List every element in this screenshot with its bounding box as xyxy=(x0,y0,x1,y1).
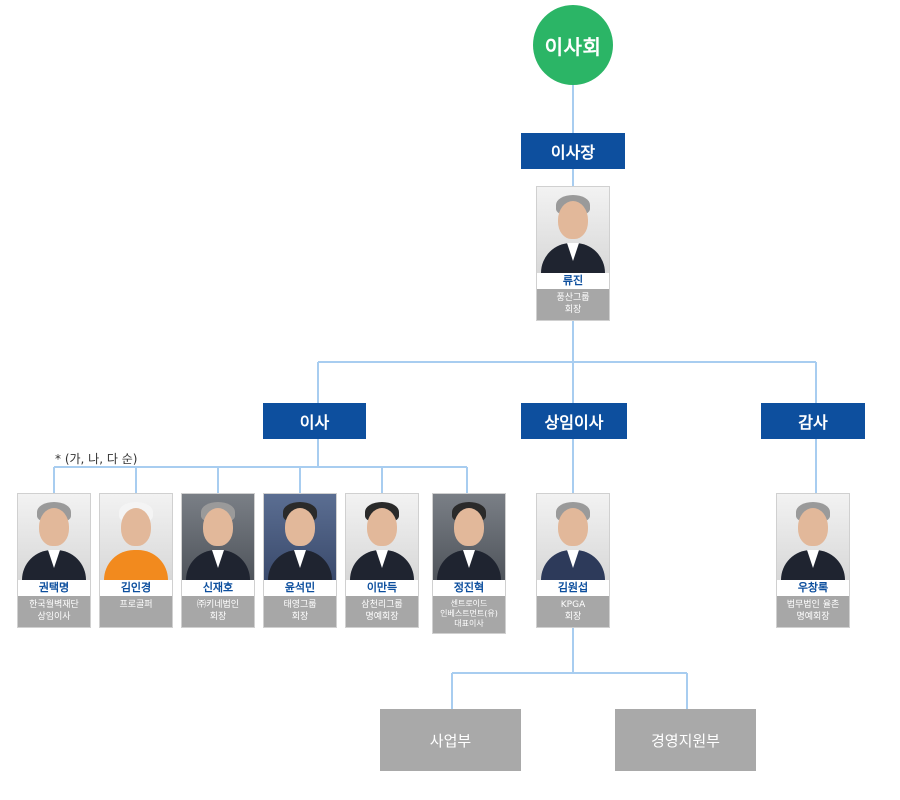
person-role: 풍산그룹 회장 xyxy=(556,293,590,315)
person-role: 프로골퍼 xyxy=(119,600,153,610)
person-role: 태영그룹 회장 xyxy=(283,600,317,622)
person-name: 류진 xyxy=(537,273,609,289)
director-card[interactable]: 권택명 한국월벽재단 상임이사 xyxy=(17,493,91,628)
chairman-card[interactable]: 류진 풍산그룹 회장 xyxy=(536,186,610,321)
chairman-title-box: 이사장 xyxy=(521,133,625,169)
person-name: 권택명 xyxy=(18,580,90,596)
person-name: 윤석민 xyxy=(264,580,336,596)
business-department-box[interactable]: 사업부 xyxy=(380,709,521,771)
person-role: 센트로이드 인베스트먼트(유) 대표이사 xyxy=(440,599,498,628)
director-card[interactable]: 정진혁 센트로이드 인베스트먼트(유) 대표이사 xyxy=(432,493,506,634)
person-role: 법무법인 율촌 명예회장 xyxy=(786,600,840,622)
chairman-photo xyxy=(537,187,609,273)
standing-director-photo xyxy=(537,494,609,580)
person-name: 신재호 xyxy=(182,580,254,596)
director-card[interactable]: 김인경 프로골퍼 xyxy=(99,493,173,628)
auditor-photo xyxy=(777,494,849,580)
director-card[interactable]: 신재호 ㈜키네법인 회장 xyxy=(181,493,255,628)
director-photo xyxy=(18,494,90,580)
director-photo xyxy=(100,494,172,580)
director-card[interactable]: 윤석민 태영그룹 회장 xyxy=(263,493,337,628)
person-name: 정진혁 xyxy=(433,580,505,596)
person-role: ㈜키네법인 회장 xyxy=(196,600,240,622)
person-role: KPGA 회장 xyxy=(560,600,586,622)
order-note: * (가, 나, 다 순) xyxy=(55,452,138,466)
director-photo xyxy=(182,494,254,580)
auditor-card[interactable]: 우창록 법무법인 율촌 명예회장 xyxy=(776,493,850,628)
board-circle: 이사회 xyxy=(533,5,613,85)
management-support-department-box[interactable]: 경영지원부 xyxy=(615,709,756,771)
standing-director-card[interactable]: 김원섭 KPGA 회장 xyxy=(536,493,610,628)
director-card[interactable]: 이만득 삼천리그룹 명예회장 xyxy=(345,493,419,628)
person-name: 김인경 xyxy=(100,580,172,596)
director-photo xyxy=(264,494,336,580)
person-name: 이만득 xyxy=(346,580,418,596)
director-photo xyxy=(433,494,505,580)
director-photo xyxy=(346,494,418,580)
person-name: 우창록 xyxy=(777,580,849,596)
person-name: 김원섭 xyxy=(537,580,609,596)
person-role: 삼천리그룹 명예회장 xyxy=(361,600,403,622)
person-role: 한국월벽재단 상임이사 xyxy=(29,600,79,622)
auditor-section-box: 감사 xyxy=(761,403,865,439)
directors-section-box: 이사 xyxy=(263,403,366,439)
standing-director-section-box: 상임이사 xyxy=(521,403,627,439)
